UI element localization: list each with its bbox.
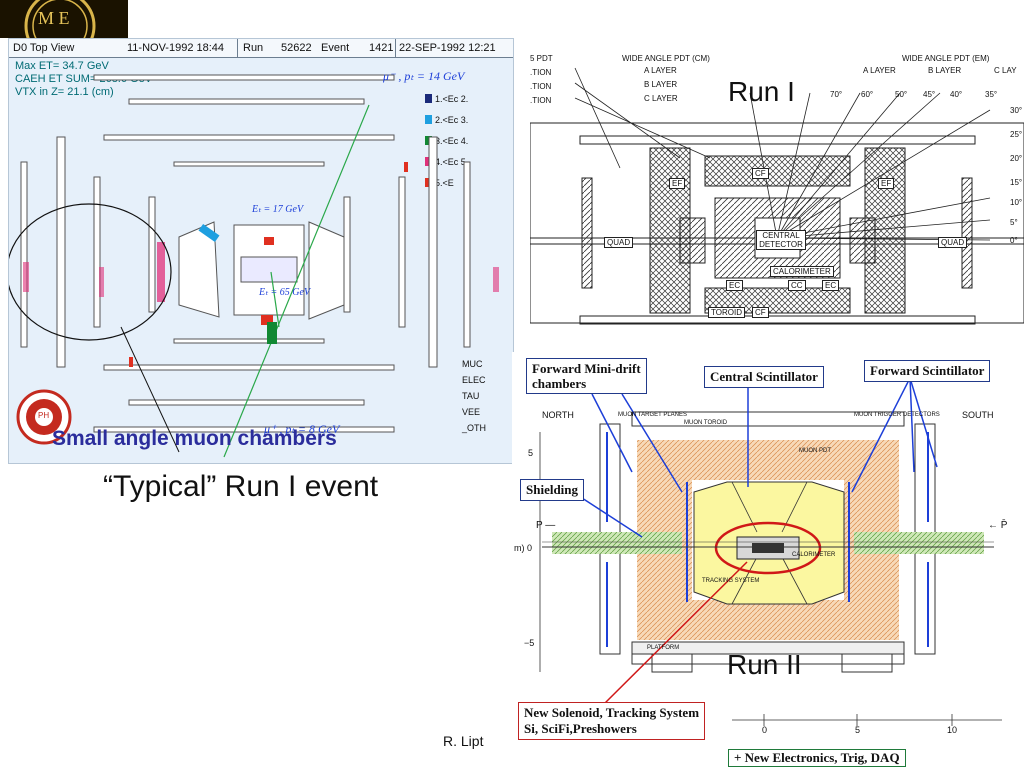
legend-item: 2.<Ec 3. [425,115,468,125]
run1-angle: 45° [923,90,936,99]
axis-x-label: 10 [947,725,958,735]
run2-small-label: MUON TARGET PLANES [618,412,688,418]
run1-part-central-detector: CENTRAL DETECTOR [756,230,806,250]
axis-x-label: 0 [762,725,768,735]
author-credit: R. Lipt [443,733,484,749]
run1-part-quad: QUAD [604,237,634,248]
callout-central-scintillator: Central Scintillator [704,366,824,388]
run1-angle: 35° [985,90,998,99]
run-number: 52622 [281,42,312,54]
event-number: 1421 [369,42,394,54]
run1-part-ef: EF [669,178,686,189]
run2-small-label: PLATFORM [647,645,680,651]
annotation-et-bottom: Eₜ = 65 GeV [259,287,311,298]
run1-angle-right: 30° [1010,106,1023,115]
ph-badge: PH [38,411,50,420]
run1-left-label: .TION [530,96,552,105]
callout-forward-scintillator: Forward Scintillator [864,360,991,382]
run2-drawing [539,377,1002,726]
run1-angle-right: 10° [1010,198,1023,207]
run1-part-ef: EF [878,178,895,189]
pbar-beam-label: ← P̄ [988,520,1008,531]
run1-angle-right: 15° [1010,178,1023,187]
run1-angle-right: 5° [1010,218,1018,227]
side-label: MUC [462,359,483,369]
event-datetime: 11-NOV-1992 18:44 [127,42,225,54]
axis-y-label: 5 [528,448,534,458]
annotation-et-top: Eₜ = 17 GeV [252,204,304,215]
axis-y-label: m) 0 [514,543,532,553]
run1-left-label: .TION [530,82,552,91]
run1-left-label: .TION [530,68,552,77]
run2-small-label: MUON PDT [799,448,831,454]
annotation-muon-bottom: μ⁺ , pₜ = 8 GeV [264,422,340,436]
event-date2: 22-SEP-1992 12:21 [399,42,496,54]
callout-new-electronics: + New Electronics, Trig, DAQ [728,749,906,767]
run2-label: Run II [727,649,802,680]
event-label: Event [321,42,350,54]
run1-angle-right: 20° [1010,154,1023,163]
run1-part-toroid: TOROID [708,307,745,318]
run1-part-ec: EC [822,280,840,291]
event-detector-drawing [9,74,499,458]
run1-part-cc: CC [788,280,806,291]
run1-angle-right: 0° [1010,236,1018,245]
run1-part-cf: CF [752,168,769,179]
callout-shielding: Shielding [520,479,585,501]
callout-new-solenoid: New Solenoid, Tracking System Si, SciFi,… [518,702,706,740]
info-max-et: Max ET= 34.7 GeV [15,60,109,72]
run2-small-label: MUON TRIGGER DETECTORS [854,412,940,418]
run1-wide-angle-em: WIDE ANGLE PDT (EM) [902,54,990,63]
run1-angle: 50° [895,90,908,99]
run1-layer-right: A LAYER [863,66,896,75]
run1-left-label: 5 PDT [530,54,553,63]
run1-part-cf: CF [752,307,769,318]
run1-wide-angle-cm: WIDE ANGLE PDT (CM) [622,54,710,63]
run2-small-label: TRACKING SYSTEM [702,578,760,584]
callout-forward-mini-drift: Forward Mini-drift chambers [526,358,647,394]
run1-layer: A LAYER [644,66,677,75]
run1-layer: C LAYER [644,94,678,103]
info-vtx: VTX in Z= 21.1 (cm) [15,86,114,98]
run1-layer-right: B LAYER [928,66,962,75]
run2-diagram: Forward Mini-drift chambers Central Scin… [512,352,1024,768]
run1-diagram: 5 PDT .TION .TION .TION WIDE ANGLE PDT (… [530,48,1024,340]
logo-letters: M E [38,8,70,28]
logo-emblem-icon: M E [24,0,96,62]
run1-label: Run I [728,76,795,107]
event-header: D0 Top View 11-NOV-1992 18:44 Run 52622 … [9,39,513,58]
run-label: Run [243,42,264,54]
run1-angle: 60° [861,90,874,99]
side-label: ELEC [462,375,486,385]
side-label: _OTH [462,423,487,433]
run1-layer-right: C LAY [994,66,1017,75]
run1-part-calorimeter: CALORIMETER [770,266,834,277]
view-name: D0 Top View [13,42,75,54]
caption-small-angle: Small angle muon chambers [52,427,337,450]
run1-part-ec: EC [726,280,744,291]
run1-layer: B LAYER [644,80,678,89]
side-label: TAU [462,391,480,401]
p-beam-label: P — [536,520,556,531]
logo: M E [0,0,128,62]
run2-small-label: MUON TOROID [684,420,728,426]
south-label: SOUTH [962,410,994,420]
run2-small-label: CALORIMETER [792,552,836,558]
event-display: D0 Top View 11-NOV-1992 18:44 Run 52622 … [8,38,514,464]
caption-typical-event: “Typical” Run I event [103,470,379,503]
run1-angle: 70° [830,90,843,99]
north-label: NORTH [542,410,574,420]
axis-x-label: 5 [855,725,861,735]
annotation-muon-top: μ⁻ , pₜ = 14 GeV [383,69,465,83]
run1-part-quad: QUAD [938,237,968,248]
side-label: VEE [462,407,481,417]
run1-angle-right: 25° [1010,130,1023,139]
legend-item: 1.<Ec 2. [425,94,468,104]
run1-angle: 40° [950,90,963,99]
axis-y-label: −5 [524,638,535,648]
